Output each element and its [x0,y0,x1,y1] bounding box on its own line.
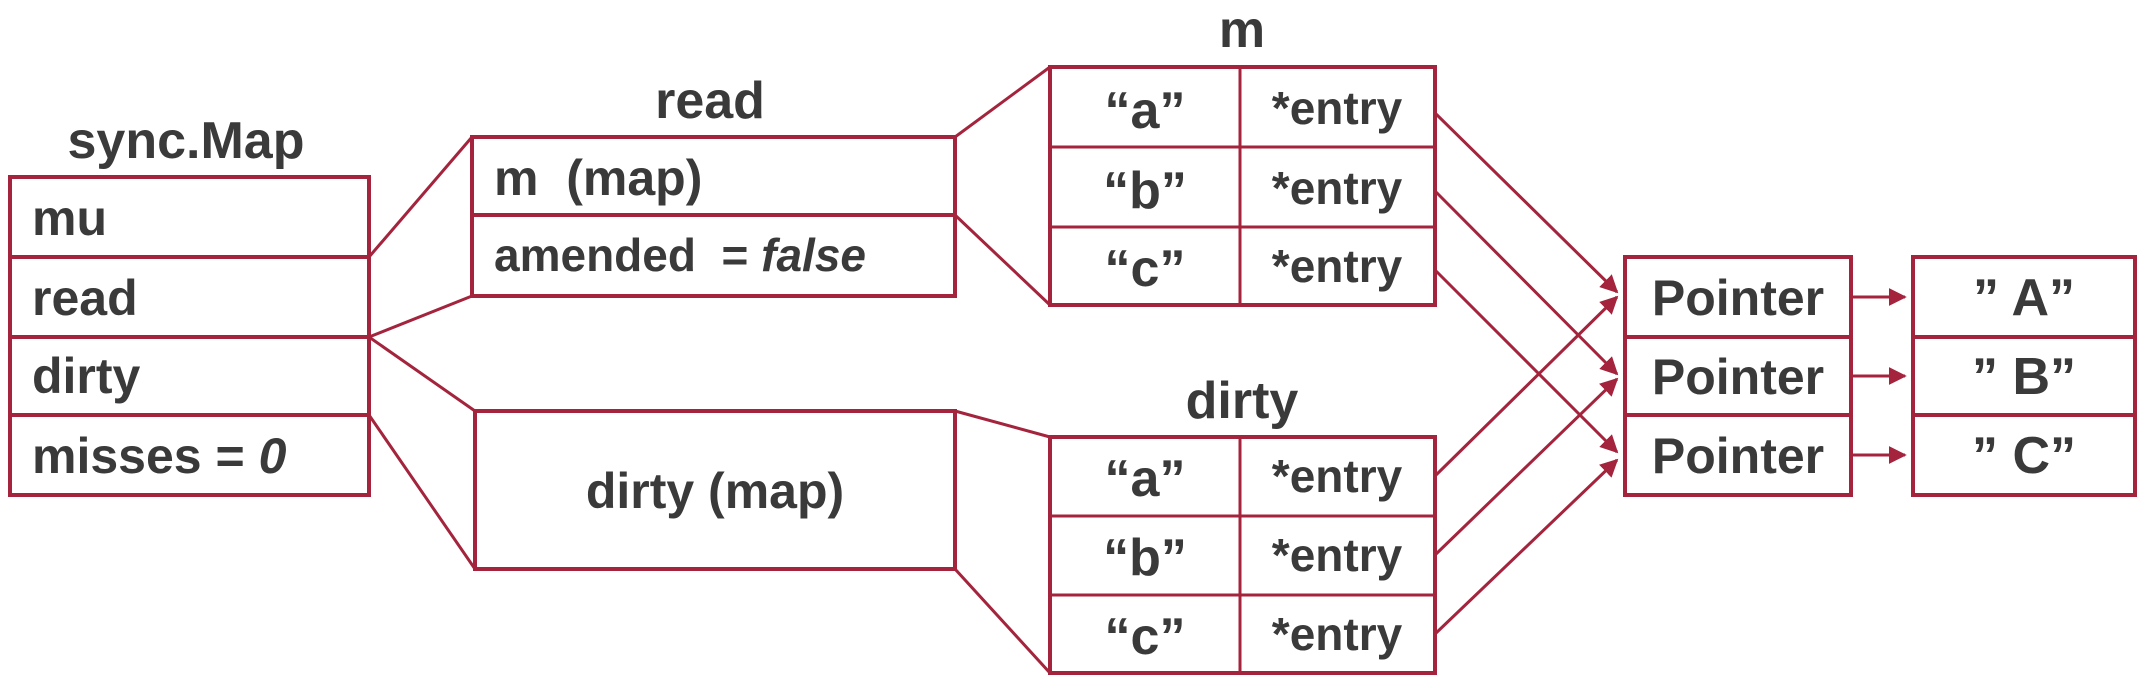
m-map: m “a” “b” “c” *entry *entry *entry [1048,1,1437,307]
arrow-m-a-to-pointer-1 [1433,111,1619,294]
syncmap-struct: sync.Map mu read dirty misses = 0 [8,112,371,497]
value-column: ” A” ” B” ” C” [1911,255,2137,497]
syncmap-title: sync.Map [68,112,305,170]
read-m-field: m (map) [494,150,702,206]
readstruct-to-m-top [954,65,1051,139]
m-map-value-c: *entry [1272,240,1403,292]
dirty-map-key-a: “a” [1105,450,1186,508]
dirty-map-value-c: *entry [1272,608,1403,660]
read-struct-title: read [655,72,765,130]
arrow-dirty-a-to-pointer-1 [1433,295,1619,478]
arrow-dirty-c-to-pointer-3 [1433,458,1619,636]
value-c: ” C” [1972,427,2076,485]
arrow-dirty-b-to-pointer-2 [1433,377,1619,557]
pointer-arrows [1433,111,1907,636]
syncmap-field-read: read [32,270,138,326]
read-to-readstruct-top [367,136,474,258]
m-map-title: m [1219,1,1265,59]
dirty-map-title: dirty [1186,372,1299,430]
read-struct: read m (map) amended = false [470,72,957,298]
dirty-to-dirtystruct-bottom [367,414,477,570]
dirtystruct-to-dirtymap-bottom [953,567,1052,675]
syncmap-field-misses-box [8,413,371,497]
dirty-map-box [1048,435,1437,675]
pointer-box-1 [1623,255,1853,339]
connector-lines [367,65,1052,675]
m-map-key-a: “a” [1105,82,1186,140]
dirty-struct: dirty (map) [473,409,957,571]
pointer-column: Pointer Pointer Pointer [1623,255,1853,497]
amended-label: amended = [494,229,761,281]
arrow-m-c-to-pointer-3 [1433,268,1619,454]
m-map-value-a: *entry [1272,82,1403,134]
syncmap-field-misses: misses = 0 [32,428,287,484]
syncmap-field-dirty-box [8,335,371,417]
syncmap-field-mu: mu [32,190,107,246]
arrow-m-b-to-pointer-2 [1433,189,1619,376]
amended-value: false [761,229,866,281]
dirty-map-value-a: *entry [1272,450,1403,502]
value-a: ” A” [1973,269,2075,327]
dirty-map-key-b: “b” [1103,529,1187,587]
dirtystruct-to-dirtymap-top [954,409,1051,439]
dirty-struct-field: dirty (map) [586,463,844,519]
dirty-struct-box [473,409,957,571]
pointer-label-3: Pointer [1652,428,1824,484]
m-map-key-c: “c” [1105,240,1186,298]
m-map-box [1048,65,1437,307]
read-amended-field: amended = false [494,229,866,281]
pointer-label-1: Pointer [1652,270,1824,326]
m-map-value-b: *entry [1272,162,1403,214]
readstruct-to-m-bottom [953,213,1052,307]
value-box-c [1911,413,2137,497]
dirty-map-value-b: *entry [1272,529,1403,581]
read-to-readstruct-bottom [368,294,473,339]
dirty-map: dirty “a” “b” “c” *entry *entry *entry [1048,372,1437,675]
pointer-label-2: Pointer [1652,349,1824,405]
pointer-box-2 [1623,335,1853,417]
m-map-key-b: “b” [1103,162,1187,220]
value-b: ” B” [1972,348,2076,406]
pointer-box-3 [1623,413,1853,497]
dirty-to-dirtystruct-top [368,335,476,413]
misses-value: 0 [259,428,287,484]
syncmap-field-dirty: dirty [32,348,141,404]
read-m-field-box [470,135,957,217]
misses-label: misses = [32,428,259,484]
dirty-map-key-c: “c” [1105,608,1186,666]
read-amended-field-box [470,213,957,298]
syncmap-field-read-box [8,255,371,339]
